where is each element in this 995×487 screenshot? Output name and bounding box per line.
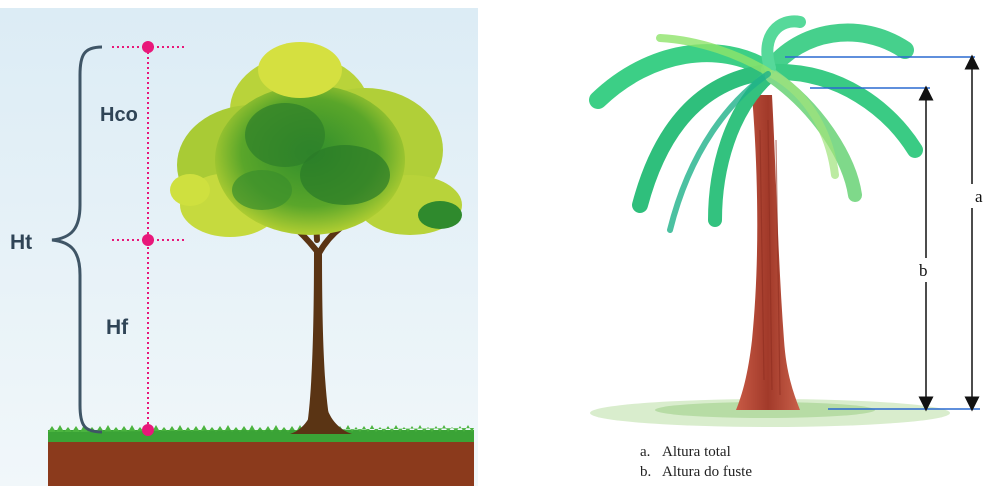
crown-top-marker: [142, 41, 154, 53]
ground-marker: [142, 424, 154, 436]
legend-item-total-height: a.Altura total: [640, 442, 752, 462]
label-crown-height: Hco: [100, 104, 138, 126]
soil-band: [48, 440, 474, 486]
label-bole-height-b: b: [919, 261, 928, 280]
left-figure: Ht Hco Hf: [0, 8, 478, 486]
label-total-height: Ht: [10, 231, 32, 254]
legend-key-a: a.: [640, 442, 662, 462]
crown-base-marker: [142, 234, 154, 246]
legend-text-total-height: Altura total: [662, 444, 731, 460]
legend-text-bole-height: Altura do fuste: [662, 464, 752, 480]
right-figure: a b: [590, 21, 992, 427]
legend-key-b: b.: [640, 462, 662, 482]
label-bole-height: Hf: [106, 316, 129, 339]
label-total-height-a: a: [975, 187, 983, 206]
legend-item-bole-height: b.Altura do fuste: [640, 462, 752, 482]
legend: a.Altura total b.Altura do fuste: [640, 442, 752, 482]
